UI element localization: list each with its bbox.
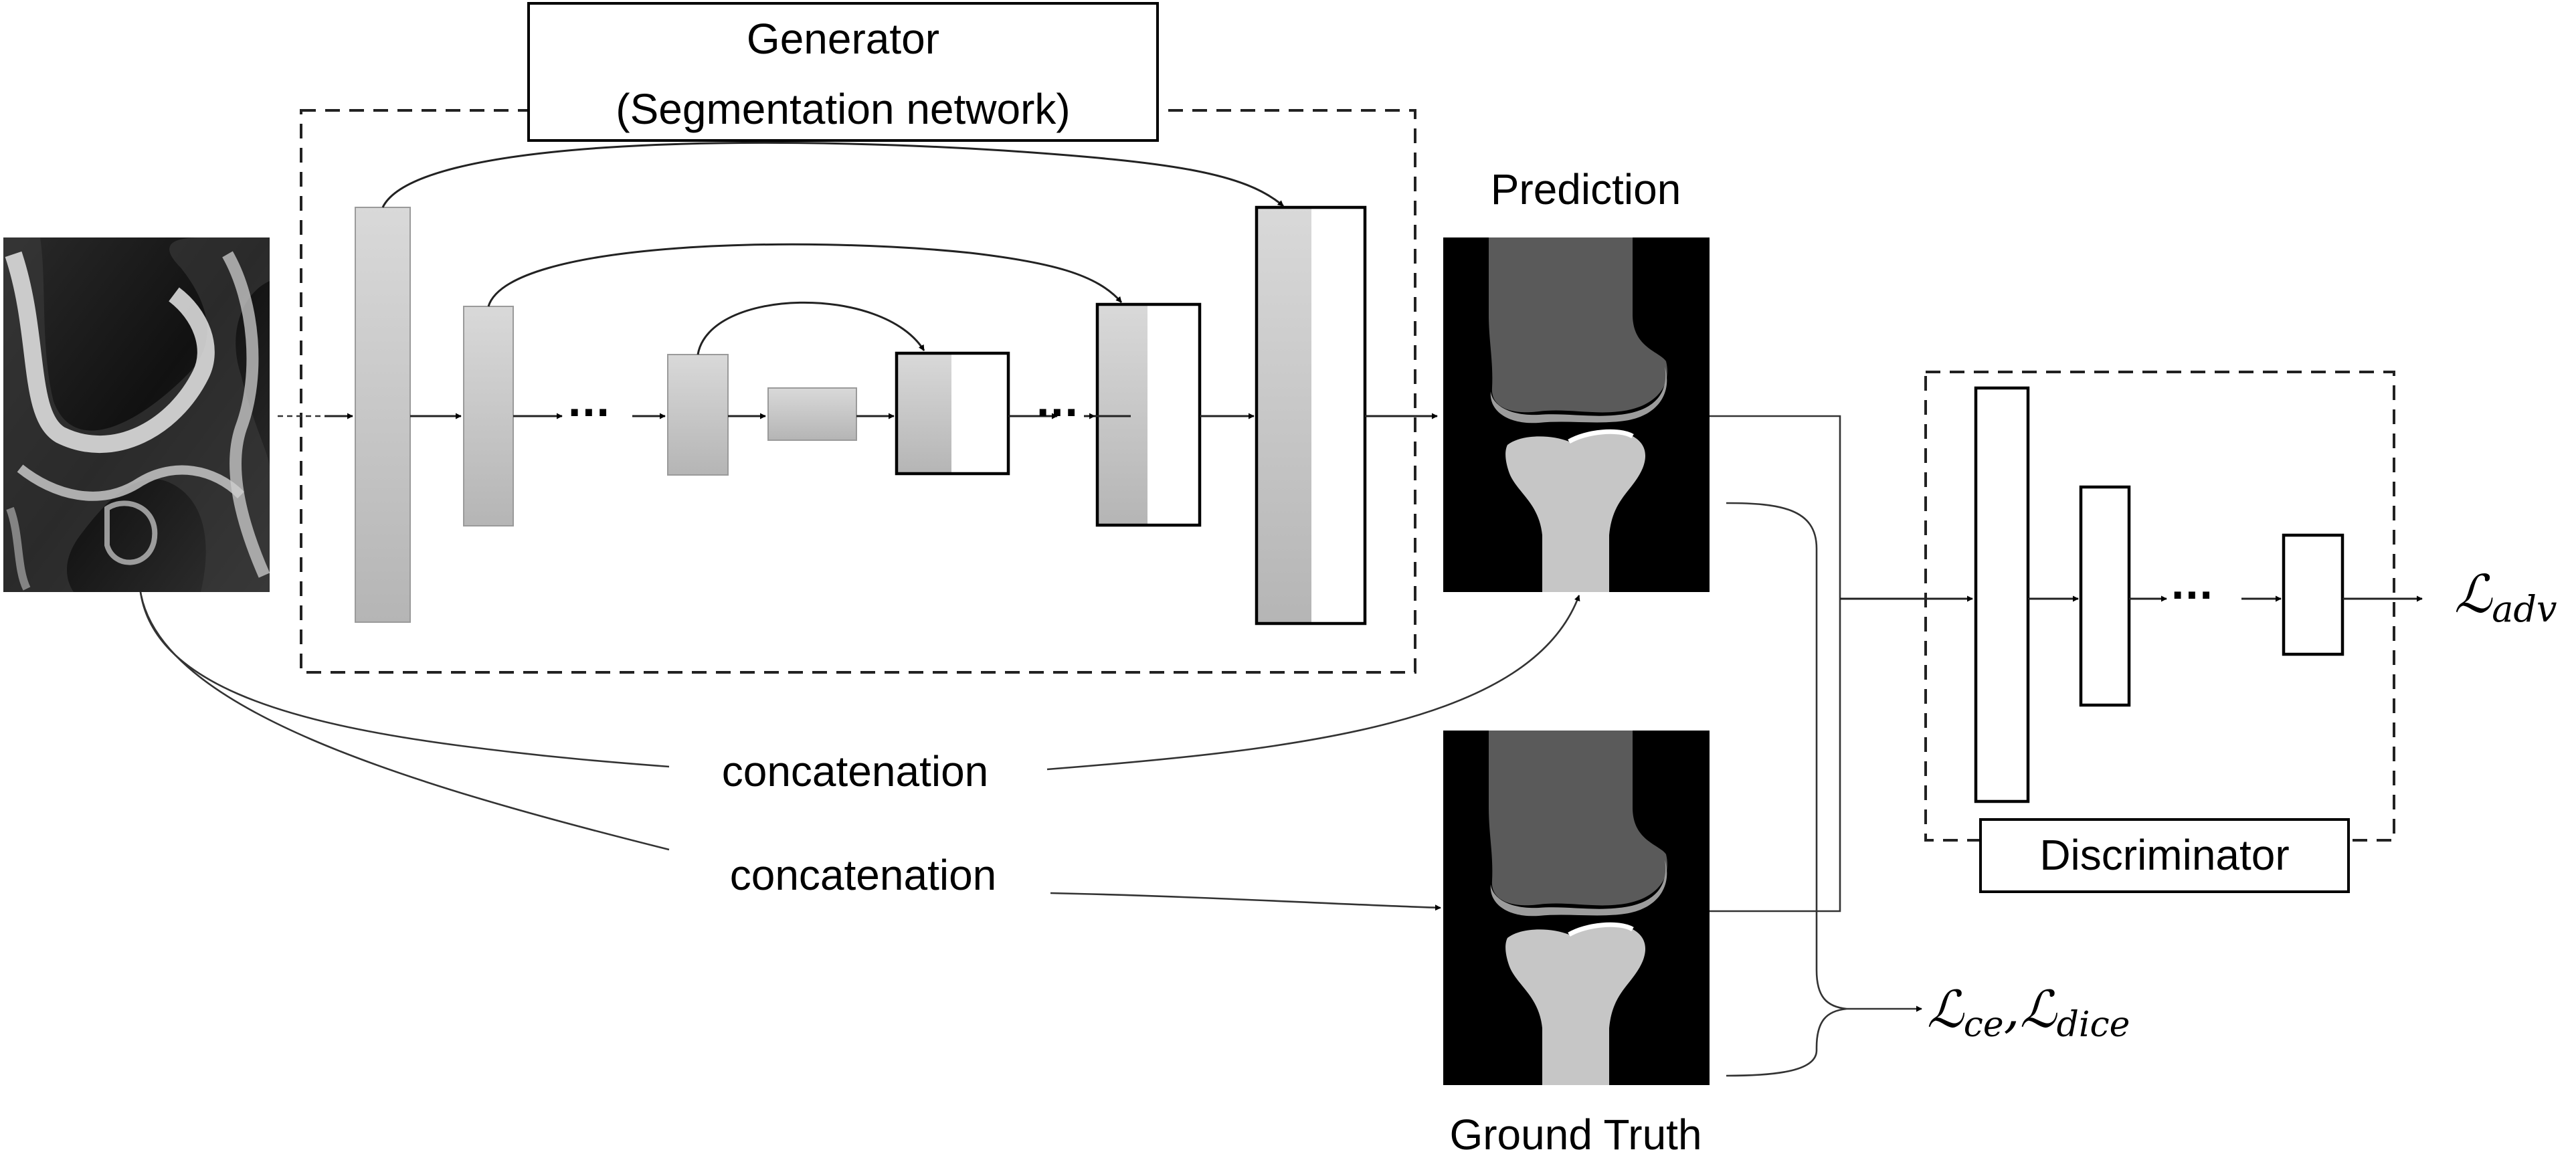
skip-connections [381, 141, 1284, 355]
discriminator-input-paths [1710, 415, 1973, 912]
concatenation-label-bottom: concatenation [730, 851, 997, 899]
discriminator-ellipsis: ··· [2171, 574, 2213, 617]
svg-text:ℒadv: ℒadv [2454, 565, 2557, 630]
encoder-block-1 [355, 207, 411, 623]
encoder-block-3 [667, 354, 729, 476]
decoder-block-3 [1255, 205, 1367, 625]
adversarial-loss-label: ℒadv [2454, 565, 2557, 630]
decoder-ellipsis: ··· [1036, 391, 1079, 435]
ground-truth-mask [1443, 731, 1710, 1085]
discriminator-label: Discriminator [2039, 831, 2289, 879]
generator-title-box [527, 2, 1159, 142]
decoder-block-1 [895, 351, 1010, 476]
prediction-mask [1443, 237, 1710, 592]
discriminator-block-3 [2282, 533, 2344, 656]
generator-title-line1: Generator [747, 15, 939, 63]
encoder-ellipsis: ··· [567, 391, 610, 435]
ground-truth-label: Ground Truth [1449, 1111, 1701, 1158]
encoder-block-2 [463, 306, 514, 526]
discriminator-block-1 [1974, 386, 2030, 803]
bottleneck-block [767, 387, 857, 441]
decoder-block-2 [1095, 302, 1202, 527]
segmentation-loss-label: ℒce,ℒdice [1927, 979, 2130, 1045]
discriminator-block-2 [2079, 485, 2131, 707]
concatenation-paths [139, 591, 1580, 911]
generator-title-line2: (Segmentation network) [616, 85, 1070, 133]
prediction-label: Prediction [1491, 165, 1681, 213]
discriminator-title-box [1979, 818, 2350, 893]
svg-text:ℒce,ℒdice: ℒce,ℒdice [1927, 979, 2130, 1045]
concatenation-label-top: concatenation [722, 747, 989, 795]
segmentation-loss-brace [1726, 502, 1922, 1077]
input-mri-image [3, 237, 270, 592]
